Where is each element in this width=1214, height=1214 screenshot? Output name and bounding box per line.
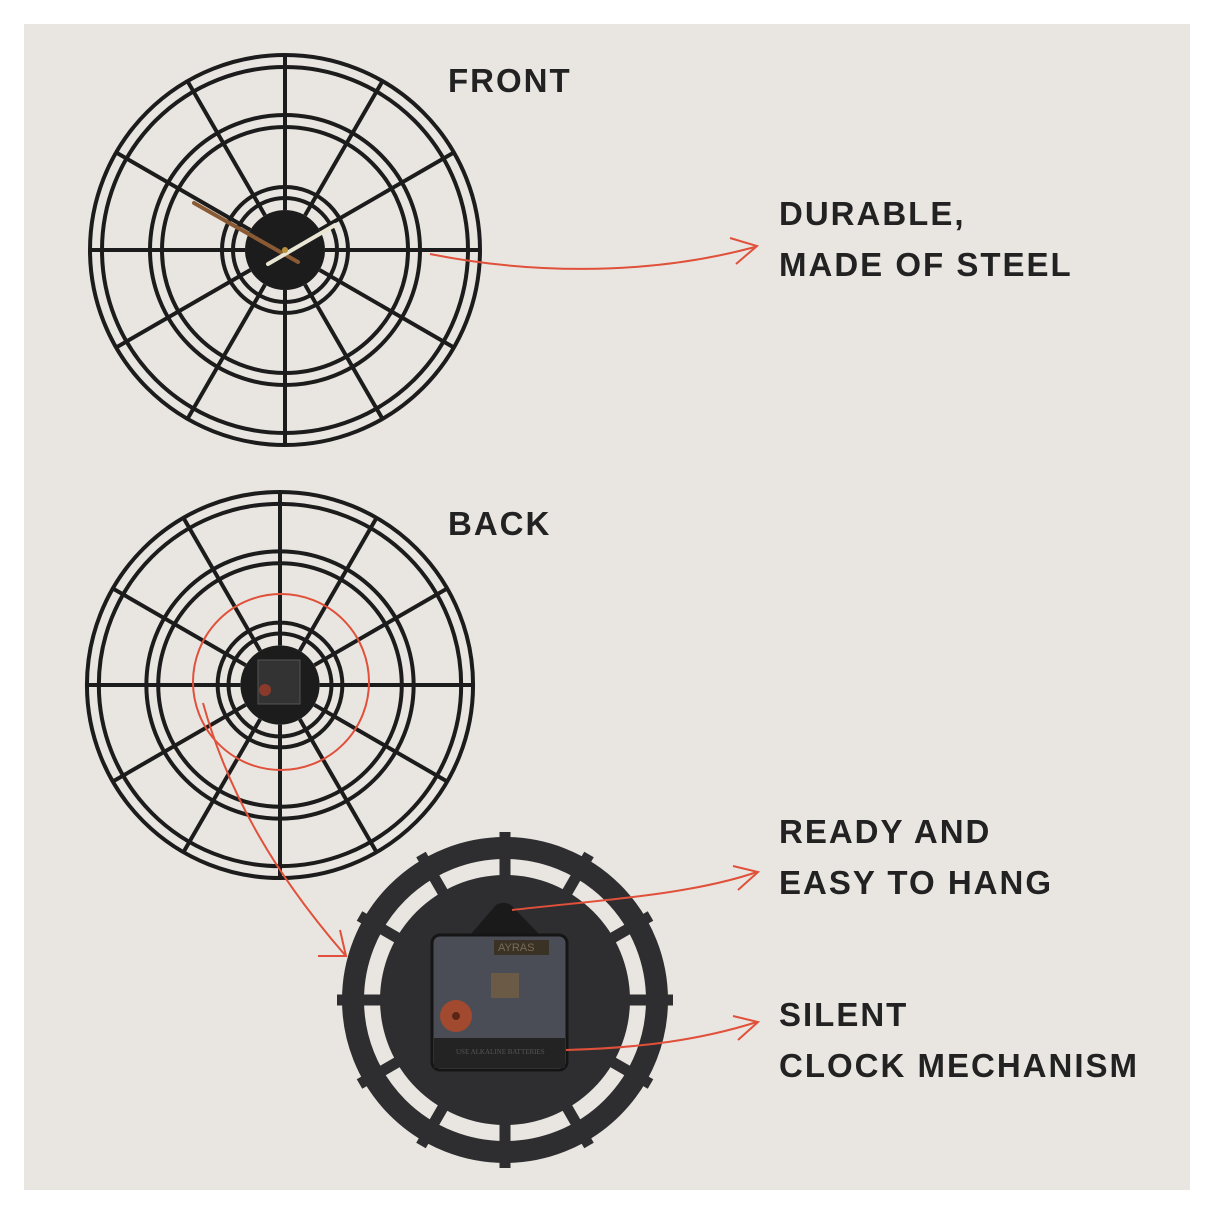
battery-text: USE ALKALINE BATTERIES	[456, 1048, 545, 1056]
clock-spoke	[111, 586, 247, 667]
ring-tab	[356, 911, 404, 945]
clock-spoke	[115, 268, 252, 350]
clock-spoke	[303, 80, 385, 217]
clock-spoke	[303, 283, 385, 420]
clock-spoke	[318, 268, 455, 350]
feature-easy-hang: READY AND EASY TO HANG	[779, 806, 1053, 908]
arrow-head-icon	[732, 865, 761, 891]
gear-small	[259, 684, 271, 696]
arrow-easy-hang	[511, 865, 761, 911]
arrow-durable	[429, 237, 760, 270]
hour-hand	[266, 223, 337, 266]
brand-plate	[494, 940, 549, 955]
feature-line: SILENT	[779, 996, 909, 1033]
clock-spoke	[298, 516, 379, 652]
clock-spoke	[185, 283, 267, 420]
clock-spoke	[318, 150, 455, 232]
clock-spoke	[313, 703, 449, 784]
hanger-hook	[470, 902, 540, 935]
arrow-head-icon	[318, 929, 348, 957]
mechanism-closeup-image	[337, 832, 673, 1168]
feature-line: EASY TO HANG	[779, 864, 1053, 901]
arrow-head-icon	[729, 237, 760, 265]
back-label: BACK	[448, 505, 552, 542]
arrow-line	[202, 702, 346, 956]
clock-spoke	[313, 586, 449, 667]
arrow-head-icon	[732, 1015, 761, 1041]
minute-hand	[192, 201, 300, 264]
arrow-line	[511, 871, 758, 911]
clock-spoke	[115, 150, 252, 232]
ring-tab	[606, 1055, 654, 1089]
feature-line: READY AND	[779, 813, 992, 850]
ring-tab	[416, 1101, 450, 1149]
movement-box	[430, 933, 569, 1072]
feature-line: DURABLE,	[779, 195, 966, 232]
arrow-line	[429, 246, 756, 270]
front-label: FRONT	[448, 62, 572, 99]
mechanism-small	[257, 659, 301, 705]
clock-spoke	[298, 718, 379, 854]
clock-spoke	[185, 80, 267, 217]
feature-durable: DURABLE, MADE OF STEEL	[779, 188, 1073, 290]
ring-tab	[416, 851, 450, 899]
clock-spoke	[181, 516, 262, 652]
callout-arrows	[202, 237, 761, 1051]
clock-spoke	[181, 718, 262, 854]
highlight-circle	[192, 593, 370, 771]
feature-silent-mechanism: SILENT CLOCK MECHANISM	[779, 989, 1139, 1091]
gear-hub	[452, 1012, 460, 1020]
arrow-to-closeup	[202, 702, 348, 957]
hand-pin	[282, 247, 288, 253]
brand-text: AYRAS	[498, 942, 534, 954]
back-clock-image	[84, 489, 476, 881]
ring-tab	[606, 911, 654, 945]
feature-line: MADE OF STEEL	[779, 246, 1073, 283]
battery-slot	[434, 1038, 565, 1068]
feature-line: CLOCK MECHANISM	[779, 1047, 1139, 1084]
ring-tab	[356, 1055, 404, 1089]
arrow-line	[565, 1021, 758, 1051]
ring-tab	[560, 1101, 594, 1149]
logo-plate	[491, 973, 519, 998]
arrow-silent	[565, 1015, 761, 1051]
front-clock-image	[88, 53, 482, 447]
clock-spoke	[111, 703, 247, 784]
ring-tab	[560, 851, 594, 899]
